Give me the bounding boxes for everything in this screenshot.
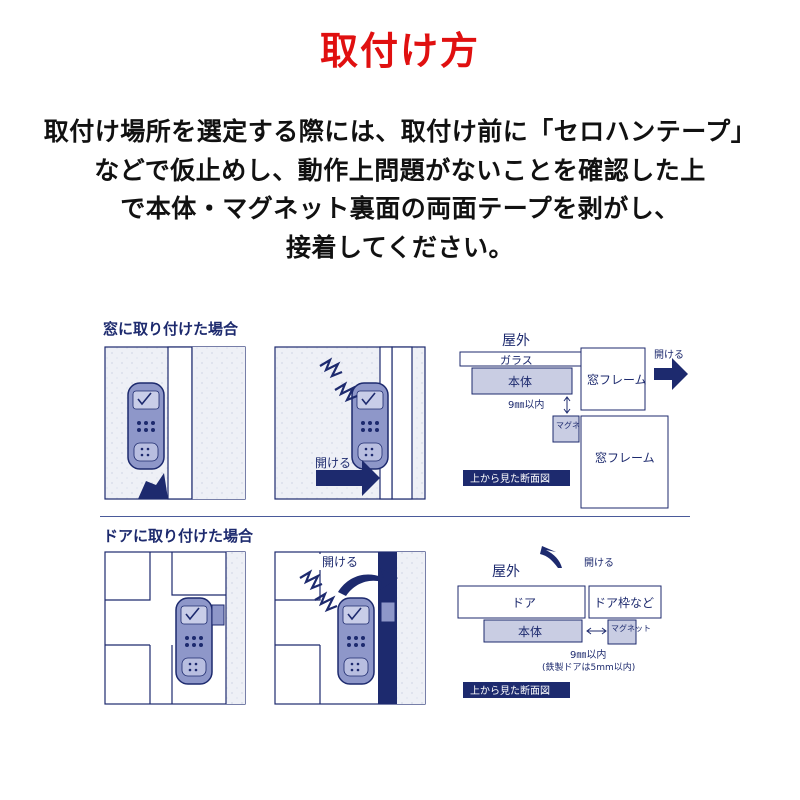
svg-text:上から見た断面図: 上から見た断面図 (470, 472, 550, 485)
open-label: 開ける (322, 555, 358, 569)
door-section-heading: ドアに取り付けた場合 (103, 527, 254, 545)
door-cross-section: 開ける 屋外 ドア ドア枠など 本体 マグネット 9㎜以内 (鉄製ドアは5mm以… (457, 546, 662, 698)
page-title: 取付け方 (319, 29, 480, 73)
svg-text:開ける: 開ける (584, 557, 614, 569)
instructions: 取付け場所を選定する際には、取付け前に「セロハンテープ」 などで仮止めし、動作上… (30, 113, 770, 267)
instruction-line: で本体・マグネット裏面の両面テープを剥がし、 (120, 194, 680, 223)
svg-text:9㎜以内: 9㎜以内 (508, 398, 544, 411)
svg-text:開ける: 開ける (654, 349, 684, 361)
svg-text:(鉄製ドアは5mm以内): (鉄製ドアは5mm以内) (542, 661, 635, 673)
svg-text:マグネット: マグネット (611, 623, 651, 633)
svg-text:本体: 本体 (518, 625, 542, 639)
instruction-line: 接着してください。 (285, 232, 514, 262)
svg-text:ドア枠など: ドア枠など (594, 596, 654, 610)
window-section-heading: 窓に取り付けた場合 (103, 320, 239, 338)
svg-text:屋外: 屋外 (492, 564, 520, 580)
door-panel-closed (104, 551, 246, 705)
svg-text:窓フレーム: 窓フレーム (587, 372, 647, 387)
svg-text:本体: 本体 (508, 375, 532, 389)
door-panel-open: 開ける (274, 551, 426, 705)
window-panel-open: 開ける (274, 346, 426, 500)
instruction-line: などで仮止めし、動作上問題がないことを確認した上 (94, 155, 706, 185)
instruction-line: 取付け場所を選定する際には、取付け前に「セロハンテープ」 (43, 117, 757, 146)
svg-text:上から見た断面図: 上から見た断面図 (470, 684, 550, 697)
svg-text:窓フレーム: 窓フレーム (595, 450, 655, 465)
svg-text:9㎜以内: 9㎜以内 (570, 648, 606, 661)
section-divider (100, 516, 690, 517)
svg-text:ガラス: ガラス (500, 354, 533, 367)
open-label: 開ける (315, 456, 351, 470)
svg-text:マグネット: マグネット (556, 420, 596, 430)
window-panel-closed (104, 346, 246, 500)
svg-text:ドア: ドア (512, 596, 536, 610)
window-cross-section: 屋外 ガラス 本体 窓フレーム 開ける 9㎜以内 マグネット 窓フレーム 上から… (459, 333, 688, 509)
svg-text:屋外: 屋外 (502, 333, 530, 349)
